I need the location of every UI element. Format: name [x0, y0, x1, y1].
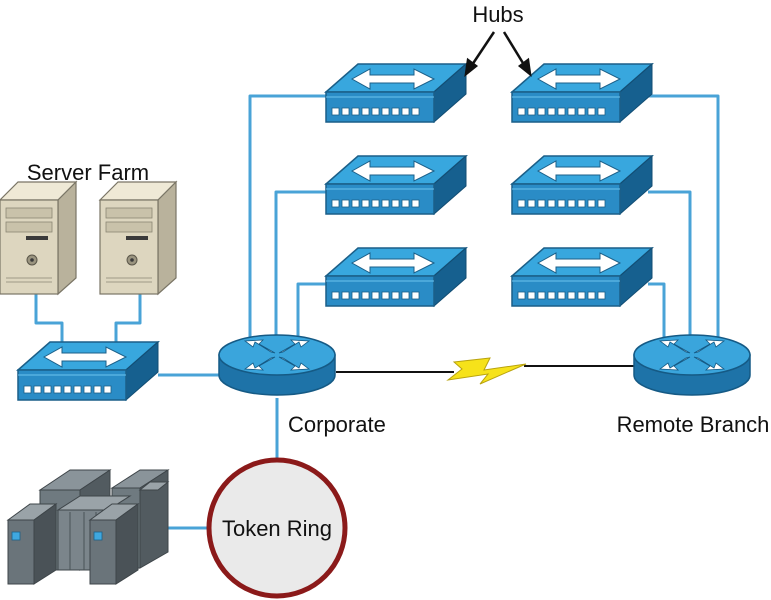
hub-left-1	[325, 63, 467, 123]
link-remote-hub-3	[648, 282, 666, 338]
hub-right-2	[511, 155, 653, 215]
token-ring-label: Token Ring	[222, 516, 332, 541]
lan-links	[34, 94, 720, 530]
link-remote-hub-2	[648, 190, 692, 340]
remote-branch-label: Remote Branch	[617, 412, 770, 437]
link-server-1	[34, 290, 64, 346]
server-farm-label: Server Farm	[27, 160, 149, 185]
link-server-2	[114, 292, 142, 346]
arrow-icon	[464, 31, 532, 77]
hub-left-2	[325, 155, 467, 215]
corporate-router-icon	[218, 334, 336, 396]
server-1-icon	[0, 181, 77, 295]
hub-left-3	[325, 247, 467, 307]
wan-lightning-icon	[446, 357, 527, 385]
wan-link	[336, 357, 636, 385]
server-farm-switch	[17, 341, 159, 401]
link-corporate-hub-2	[274, 190, 328, 340]
server-2-icon	[99, 181, 177, 295]
mainframe-icon	[6, 469, 170, 585]
hubs-label: Hubs	[472, 2, 523, 27]
link-corporate-hub-1	[248, 94, 328, 344]
link-remote-hub-1	[648, 94, 720, 344]
token-ring: Token Ring	[206, 457, 348, 599]
corporate-label: Corporate	[288, 412, 386, 437]
hub-right-1	[511, 63, 653, 123]
hub-right-3	[511, 247, 653, 307]
link-corporate-hub-3	[296, 282, 328, 338]
remote-branch-router-icon	[633, 334, 751, 396]
